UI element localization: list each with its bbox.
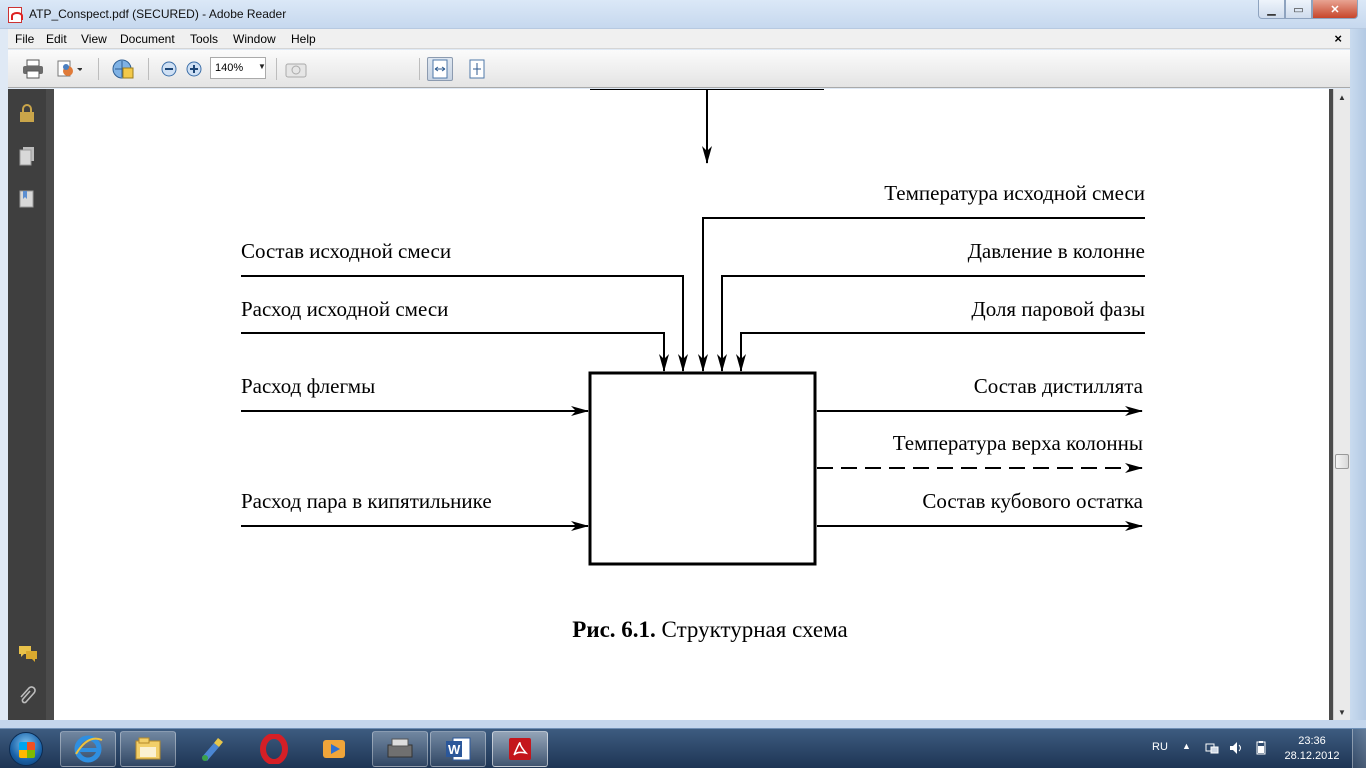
lock-icon[interactable] (17, 103, 37, 123)
pages-icon[interactable] (17, 146, 37, 166)
figure-caption: Рис. 6.1. Структурная схема (50, 617, 1366, 643)
window-frame-right (1350, 29, 1366, 728)
paint-tool-icon (202, 738, 223, 761)
label-feed-rate: Расход исходной смеси (241, 297, 449, 321)
toolbar-separator (148, 58, 149, 80)
bookmarks-icon[interactable] (17, 189, 37, 209)
word-icon: W (446, 737, 471, 761)
zoom-out-icon[interactable] (156, 57, 182, 81)
zoom-in-icon[interactable] (181, 57, 207, 81)
minimize-button[interactable]: ▁ (1258, 0, 1285, 19)
title-bar: ATP_Conspect.pdf (SECURED) - Adobe Reade… (0, 0, 1366, 29)
pdf-page: Состав исходной смеси Расход исходной см… (54, 89, 1329, 720)
media-player-icon (323, 740, 345, 758)
input-line-feed-rate (241, 332, 669, 372)
svg-text:W: W (448, 742, 461, 757)
taskbar-internet-explorer[interactable] (60, 731, 116, 767)
window-controls: ▁ ▭ ✕ (1258, 0, 1358, 19)
toolbar: 140% ▼ (8, 50, 1350, 88)
label-feed-temperature: Температура исходной смеси (884, 181, 1145, 205)
network-icon[interactable] (1205, 741, 1219, 755)
label-top-temperature: Температура верха колонны (892, 431, 1143, 455)
label-reboiler-steam: Расход пара в кипятильнике (241, 489, 492, 513)
clock-time: 23:36 (1298, 735, 1326, 747)
window-frame-bottom (0, 720, 1366, 728)
attachments-icon[interactable] (17, 686, 37, 706)
caption-text: Структурная схема (655, 617, 848, 642)
clock-date: 28.12.2012 (1284, 750, 1340, 762)
taskbar-scanner-app[interactable] (372, 731, 428, 767)
toolbar-separator (419, 58, 420, 80)
taskbar: W RU ▲ 23:36 28.12.2012 (0, 728, 1366, 768)
menu-tools[interactable]: Tools (190, 32, 219, 46)
collaborate-icon[interactable] (110, 57, 136, 81)
label-column-pressure: Давление в колонне (967, 239, 1145, 263)
label-reflux-rate: Расход флегмы (241, 374, 376, 398)
battery-icon[interactable] (1254, 741, 1268, 755)
vertical-scrollbar[interactable]: ▲ ▼ (1333, 89, 1350, 720)
scrollbar-thumb[interactable] (1335, 454, 1349, 469)
scroll-up-icon[interactable]: ▲ (1338, 92, 1346, 102)
label-vapor-fraction: Доля паровой фазы (971, 297, 1145, 321)
comments-icon[interactable] (17, 643, 37, 663)
share-icon[interactable] (56, 57, 82, 81)
opera-icon (260, 734, 288, 764)
taskbar-explorer[interactable] (120, 731, 176, 767)
close-button[interactable]: ✕ (1312, 0, 1358, 19)
taskbar-media-player[interactable] (306, 731, 362, 767)
show-hidden-icons[interactable]: ▲ (1182, 741, 1191, 751)
adobe-reader-icon (8, 7, 23, 23)
show-desktop-button[interactable] (1352, 729, 1366, 768)
keyboard-language[interactable]: RU (1152, 741, 1168, 753)
input-line-composition (241, 275, 688, 372)
system-clock[interactable]: 23:36 28.12.2012 (1284, 734, 1340, 764)
label-distillate-composition: Состав дистиллята (973, 374, 1143, 398)
menu-document[interactable]: Document (120, 32, 175, 46)
print-icon[interactable] (20, 57, 46, 81)
window-title: ATP_Conspect.pdf (SECURED) - Adobe Reade… (29, 7, 287, 21)
label-feed-composition: Состав исходной смеси (241, 239, 452, 263)
document-close-icon[interactable]: × (1334, 31, 1342, 46)
taskbar-adobe-reader[interactable] (492, 731, 548, 767)
toolbar-separator (98, 58, 99, 80)
zoom-level-input[interactable]: 140% (210, 57, 266, 79)
toolbar-separator (276, 58, 277, 80)
volume-icon[interactable] (1229, 741, 1243, 755)
taskbar-painter[interactable] (184, 731, 240, 767)
document-area: Состав исходной смеси Расход исходной см… (46, 89, 1333, 720)
structural-diagram (241, 89, 1145, 566)
menu-help[interactable]: Help (291, 32, 316, 46)
internet-explorer-icon (74, 735, 103, 763)
object-block (588, 371, 817, 566)
zoom-dropdown-icon[interactable]: ▼ (258, 62, 266, 71)
menu-edit[interactable]: Edit (46, 32, 67, 46)
caption-number: Рис. 6.1. (572, 617, 656, 642)
label-bottoms-composition: Состав кубового остатка (922, 489, 1143, 513)
folder-icon (135, 737, 161, 760)
menu-file[interactable]: File (15, 32, 35, 46)
navigation-panel (8, 89, 46, 720)
scroll-down-icon[interactable]: ▼ (1338, 707, 1346, 717)
windows-logo-icon (9, 732, 43, 766)
menu-view[interactable]: View (81, 32, 107, 46)
fit-width-icon[interactable] (427, 57, 453, 81)
menu-bar: File Edit View Document Tools Window Hel… (8, 29, 1350, 49)
maximize-button[interactable]: ▭ (1285, 0, 1312, 19)
input-line-pressure (717, 275, 1145, 372)
input-line-feed-temperature (698, 217, 1145, 372)
menu-window[interactable]: Window (233, 32, 276, 46)
taskbar-word[interactable]: W (430, 731, 486, 767)
fit-page-icon[interactable] (464, 57, 490, 81)
adobe-reader-icon (509, 738, 531, 760)
taskbar-opera[interactable] (246, 731, 302, 767)
start-button[interactable] (4, 730, 48, 768)
snapshot-icon[interactable] (283, 57, 309, 81)
scanner-icon (387, 738, 413, 758)
input-line-vapor-fraction (736, 332, 1145, 372)
